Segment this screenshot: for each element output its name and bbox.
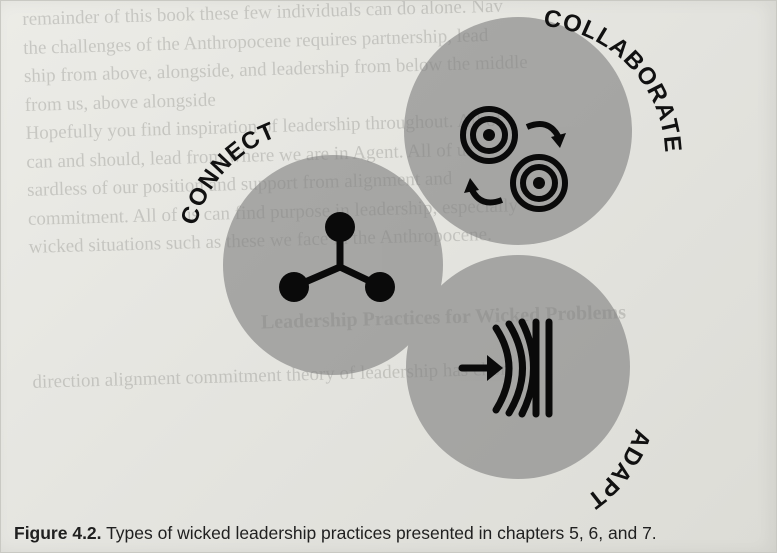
caption-text: Types of wicked leadership practices pre… (101, 523, 657, 543)
connect-circle (223, 155, 443, 375)
collaborate-circle (404, 17, 632, 245)
figure-caption: Figure 4.2. Types of wicked leadership p… (14, 523, 657, 544)
arrow-into-wall-icon (458, 318, 553, 418)
figure-number: Figure 4.2. (14, 523, 102, 543)
network-node-icon (279, 212, 395, 302)
rotating-circles-icon (460, 106, 568, 212)
adapt-circle (406, 255, 630, 479)
